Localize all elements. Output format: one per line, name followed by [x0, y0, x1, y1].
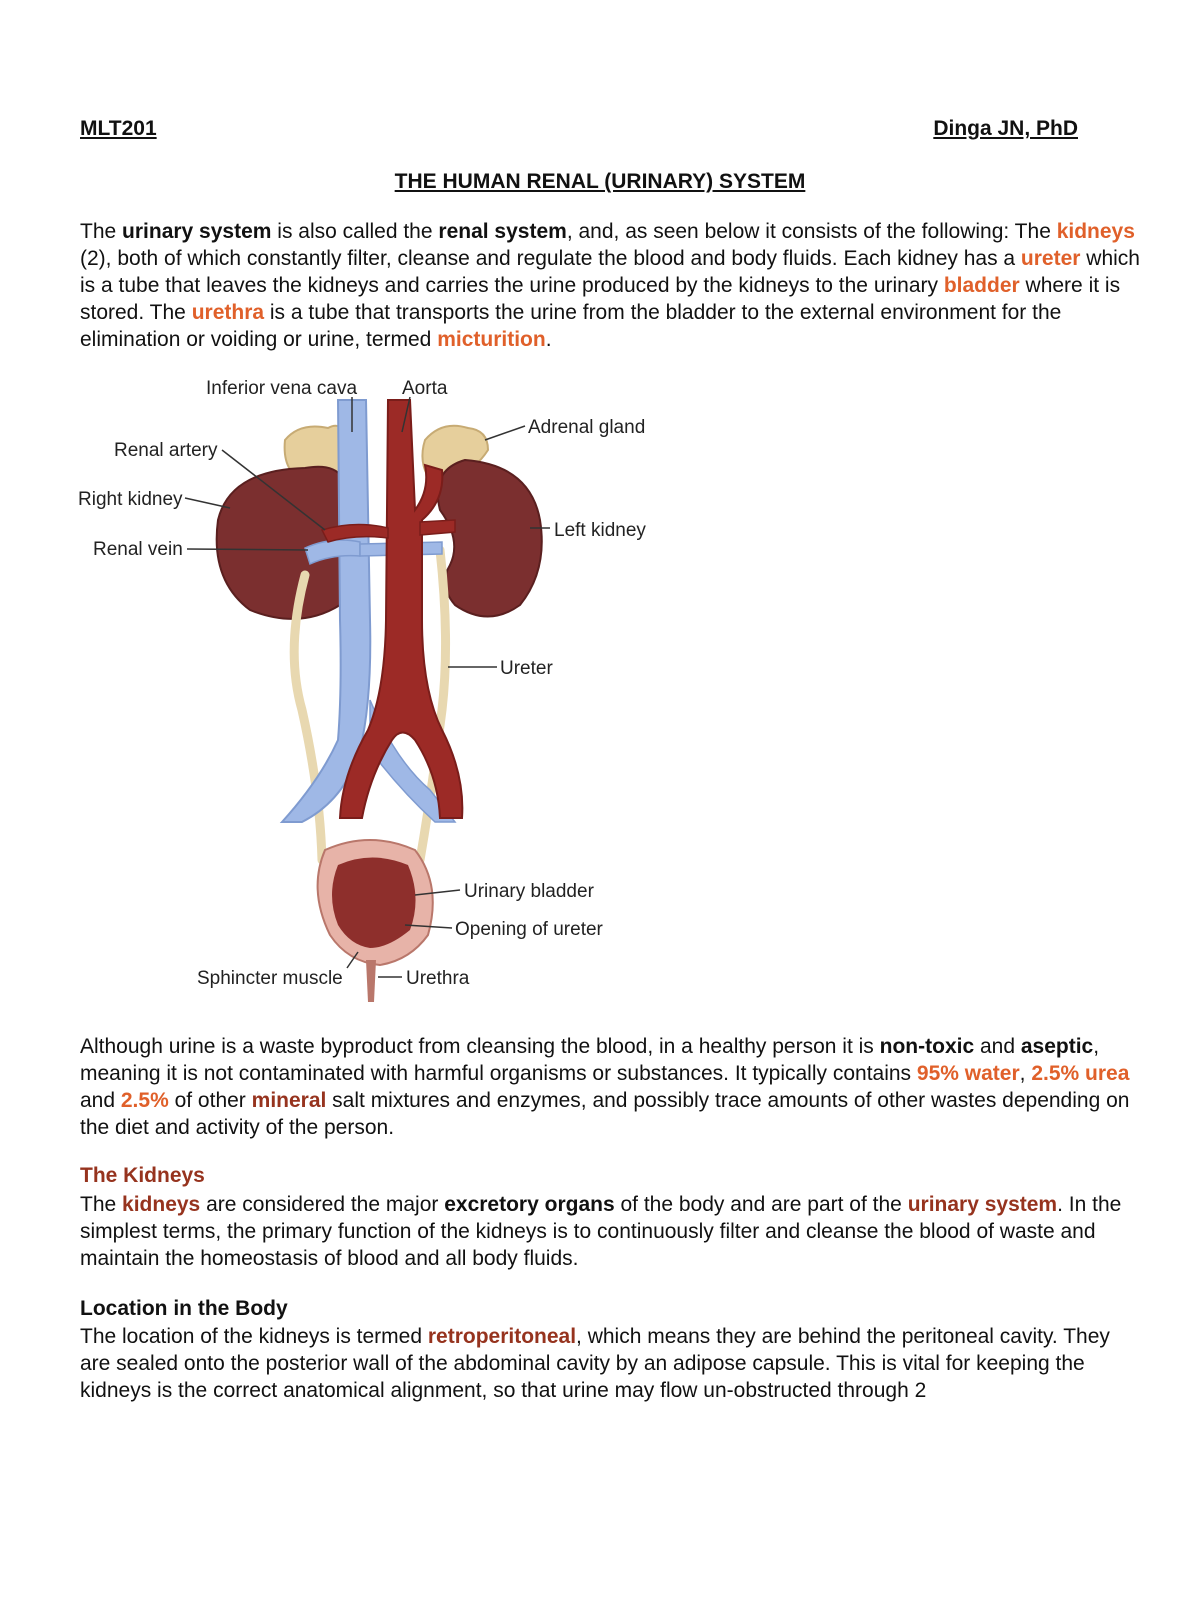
left-renal-artery-shape [419, 519, 456, 536]
leader-bladder [414, 889, 461, 896]
label-right-kidney: Right kidney [78, 489, 183, 510]
label-left-kidney: Left kidney [554, 520, 646, 541]
leader-renal-artery [221, 449, 326, 531]
location-paragraph: The location of the kidneys is termed re… [80, 1325, 1110, 1402]
leader-adrenal [484, 425, 526, 441]
document-title: THE HUMAN RENAL (URINARY) SYSTEM [394, 170, 806, 193]
kidneys-paragraph: The kidneys are considered the major exc… [80, 1193, 1122, 1270]
bladder-interior [332, 857, 416, 948]
left-kidney-shape [436, 458, 543, 618]
left-ureter-shape [415, 545, 451, 865]
urine-paragraph: Although urine is a waste byproduct from… [80, 1035, 1130, 1139]
urinary-system-figure: Inferior vena cava Aorta Adrenal gland R… [70, 370, 670, 1010]
urethra-shape [366, 960, 376, 1002]
label-urethra: Urethra [406, 968, 470, 989]
label-aorta: Aorta [402, 378, 448, 399]
course-code: MLT201 [80, 117, 157, 140]
label-inferior-vena-cava: Inferior vena cava [206, 378, 357, 399]
label-opening-of-ureter: Opening of ureter [455, 919, 604, 940]
leader-sphincter [346, 951, 359, 969]
urinary-system-diagram: Inferior vena cava Aorta Adrenal gland R… [78, 378, 646, 1002]
intro-paragraph: The urinary system is also called the re… [80, 220, 1140, 351]
kidneys-heading: The Kidneys [80, 1164, 205, 1187]
label-sphincter-muscle: Sphincter muscle [197, 968, 343, 989]
label-renal-vein: Renal vein [93, 539, 183, 560]
leader-aorta [401, 396, 411, 433]
label-urinary-bladder: Urinary bladder [464, 881, 595, 902]
leader-opening-ureter [404, 924, 453, 929]
label-adrenal-gland: Adrenal gland [528, 417, 645, 438]
leader-renal-vein [186, 548, 309, 551]
label-renal-artery: Renal artery [114, 440, 218, 461]
aorta-shape [338, 399, 464, 819]
right-ureter-shape [289, 570, 327, 865]
vena-cava-shape [279, 399, 372, 823]
leader-right-kidney [184, 497, 231, 509]
renal-artery-shape [320, 523, 389, 543]
location-heading: Location in the Body [80, 1297, 288, 1320]
author-name: Dinga JN, PhD [933, 117, 1078, 140]
label-ureter: Ureter [500, 658, 553, 679]
